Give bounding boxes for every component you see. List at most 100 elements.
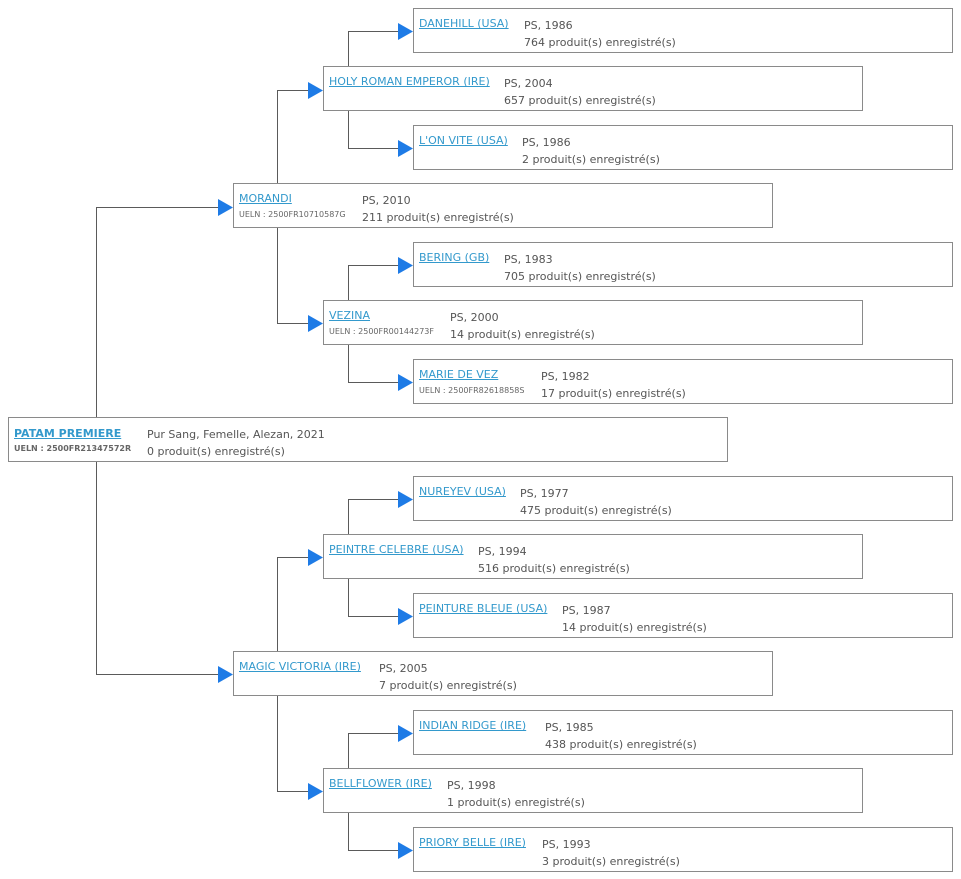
arrow-icon xyxy=(308,315,323,332)
horse-name-link[interactable]: PEINTRE CELEBRE (USA) xyxy=(329,543,464,556)
horse-info: PS, 2010 211 produit(s) enregistré(s) xyxy=(362,192,514,226)
arrow-icon xyxy=(398,842,413,859)
horse-info: PS, 2004 657 produit(s) enregistré(s) xyxy=(504,75,656,109)
horse-info: PS, 1994 516 produit(s) enregistré(s) xyxy=(478,543,630,577)
horse-breed-line: PS, 2000 xyxy=(450,311,499,324)
horse-progeny-count: 1 produit(s) enregistré(s) xyxy=(447,796,585,809)
horse-breed-line: PS, 1977 xyxy=(520,487,569,500)
horse-info: PS, 1998 1 produit(s) enregistré(s) xyxy=(447,777,585,811)
horse-breed-line: PS, 1998 xyxy=(447,779,496,792)
horse-info: PS, 1986 2 produit(s) enregistré(s) xyxy=(522,134,660,168)
horse-box-sd-dam: MARIE DE VEZ UELN : 2500FR82618858S PS, … xyxy=(413,359,953,404)
horse-breed-line: PS, 1993 xyxy=(542,838,591,851)
horse-name-link[interactable]: PATAM PREMIERE xyxy=(14,427,122,440)
horse-box-ss-sire: DANEHILL (USA) PS, 1986 764 produit(s) e… xyxy=(413,8,953,53)
horse-info: PS, 2000 14 produit(s) enregistré(s) xyxy=(450,309,595,343)
horse-info: PS, 1982 17 produit(s) enregistré(s) xyxy=(541,368,686,402)
connector-ss-sire xyxy=(348,31,400,66)
horse-info: PS, 1977 475 produit(s) enregistré(s) xyxy=(520,485,672,519)
connector-dam-sire xyxy=(277,557,310,651)
arrow-icon xyxy=(308,783,323,800)
horse-box-dam-dam: BELLFLOWER (IRE) PS, 1998 1 produit(s) e… xyxy=(323,768,863,813)
horse-progeny-count: 17 produit(s) enregistré(s) xyxy=(541,387,686,400)
horse-info: PS, 1986 764 produit(s) enregistré(s) xyxy=(524,17,676,51)
horse-name-link[interactable]: BELLFLOWER (IRE) xyxy=(329,777,432,790)
horse-breed-line: PS, 2005 xyxy=(379,662,428,675)
horse-name-link[interactable]: PEINTURE BLEUE (USA) xyxy=(419,602,548,615)
horse-name-link[interactable]: NUREYEV (USA) xyxy=(419,485,506,498)
arrow-icon xyxy=(398,257,413,274)
horse-breed-line: PS, 1986 xyxy=(524,19,573,32)
horse-name-link[interactable]: DANEHILL (USA) xyxy=(419,17,509,30)
horse-breed-line: PS, 1983 xyxy=(504,253,553,266)
horse-progeny-count: 475 produit(s) enregistré(s) xyxy=(520,504,672,517)
horse-progeny-count: 14 produit(s) enregistré(s) xyxy=(450,328,595,341)
arrow-icon xyxy=(398,23,413,40)
horse-info: Pur Sang, Femelle, Alezan, 2021 0 produi… xyxy=(147,426,325,460)
horse-progeny-count: 0 produit(s) enregistré(s) xyxy=(147,445,285,458)
arrow-icon xyxy=(398,608,413,625)
horse-info: PS, 1987 14 produit(s) enregistré(s) xyxy=(562,602,707,636)
connector-sd-dam xyxy=(348,345,400,383)
connector-sire-dam xyxy=(277,228,310,324)
horse-progeny-count: 14 produit(s) enregistré(s) xyxy=(562,621,707,634)
horse-name-link[interactable]: PRIORY BELLE (IRE) xyxy=(419,836,526,849)
arrow-icon xyxy=(308,82,323,99)
horse-name-link[interactable]: L'ON VITE (USA) xyxy=(419,134,508,147)
horse-name-link[interactable]: INDIAN RIDGE (IRE) xyxy=(419,719,527,732)
horse-box-dam-sire: PEINTRE CELEBRE (USA) PS, 1994 516 produ… xyxy=(323,534,863,579)
connector-ds-sire xyxy=(348,499,400,534)
horse-ueln: UELN : 2500FR00144273F xyxy=(329,327,434,336)
arrow-icon xyxy=(218,199,233,216)
horse-box-sire-dam: VEZINA UELN : 2500FR00144273F PS, 2000 1… xyxy=(323,300,863,345)
horse-box-dd-dam: PRIORY BELLE (IRE) PS, 1993 3 produit(s)… xyxy=(413,827,953,872)
horse-box-sd-sire: BERING (GB) PS, 1983 705 produit(s) enre… xyxy=(413,242,953,287)
horse-info: PS, 1985 438 produit(s) enregistré(s) xyxy=(545,719,697,753)
horse-box-dd-sire: INDIAN RIDGE (IRE) PS, 1985 438 produit(… xyxy=(413,710,953,755)
connector-sd-sire xyxy=(348,265,400,300)
horse-name-link[interactable]: MAGIC VICTORIA (IRE) xyxy=(239,660,361,673)
horse-breed-line: PS, 1986 xyxy=(522,136,571,149)
horse-ueln: UELN : 2500FR21347572R xyxy=(14,444,132,453)
arrow-icon xyxy=(398,140,413,157)
horse-box-ds-dam: PEINTURE BLEUE (USA) PS, 1987 14 produit… xyxy=(413,593,953,638)
horse-box-root: PATAM PREMIERE UELN : 2500FR21347572R Pu… xyxy=(8,417,728,462)
connector-ds-dam xyxy=(348,579,400,617)
horse-name-link[interactable]: HOLY ROMAN EMPEROR (IRE) xyxy=(329,75,490,88)
horse-breed-line: PS, 1982 xyxy=(541,370,590,383)
horse-progeny-count: 516 produit(s) enregistré(s) xyxy=(478,562,630,575)
horse-breed-line: PS, 1987 xyxy=(562,604,611,617)
connector-root-dam xyxy=(96,462,220,675)
horse-name-link[interactable]: MARIE DE VEZ xyxy=(419,368,499,381)
connector-dd-sire xyxy=(348,733,400,768)
horse-ueln: UELN : 2500FR10710587G xyxy=(239,210,346,219)
horse-progeny-count: 2 produit(s) enregistré(s) xyxy=(522,153,660,166)
connector-dam-dam xyxy=(277,696,310,792)
horse-info: PS, 2005 7 produit(s) enregistré(s) xyxy=(379,660,517,694)
arrow-icon xyxy=(218,666,233,683)
horse-breed-line: PS, 2004 xyxy=(504,77,553,90)
horse-breed-line: PS, 1994 xyxy=(478,545,527,558)
horse-name-link[interactable]: VEZINA xyxy=(329,309,371,322)
arrow-icon xyxy=(398,374,413,391)
horse-name-link[interactable]: MORANDI xyxy=(239,192,292,205)
arrow-icon xyxy=(308,549,323,566)
connector-root-sire xyxy=(96,207,220,417)
horse-box-sire-sire: HOLY ROMAN EMPEROR (IRE) PS, 2004 657 pr… xyxy=(323,66,863,111)
horse-info: PS, 1993 3 produit(s) enregistré(s) xyxy=(542,836,680,870)
horse-progeny-count: 657 produit(s) enregistré(s) xyxy=(504,94,656,107)
arrow-icon xyxy=(398,725,413,742)
horse-progeny-count: 764 produit(s) enregistré(s) xyxy=(524,36,676,49)
horse-progeny-count: 211 produit(s) enregistré(s) xyxy=(362,211,514,224)
horse-box-ss-dam: L'ON VITE (USA) PS, 1986 2 produit(s) en… xyxy=(413,125,953,170)
horse-breed-line: Pur Sang, Femelle, Alezan, 2021 xyxy=(147,428,325,441)
horse-progeny-count: 705 produit(s) enregistré(s) xyxy=(504,270,656,283)
horse-progeny-count: 438 produit(s) enregistré(s) xyxy=(545,738,697,751)
horse-box-dam: MAGIC VICTORIA (IRE) PS, 2005 7 produit(… xyxy=(233,651,773,696)
connector-dd-dam xyxy=(348,813,400,851)
horse-ueln: UELN : 2500FR82618858S xyxy=(419,386,525,395)
horse-name-link[interactable]: BERING (GB) xyxy=(419,251,490,264)
connector-sire-sire xyxy=(277,90,310,183)
